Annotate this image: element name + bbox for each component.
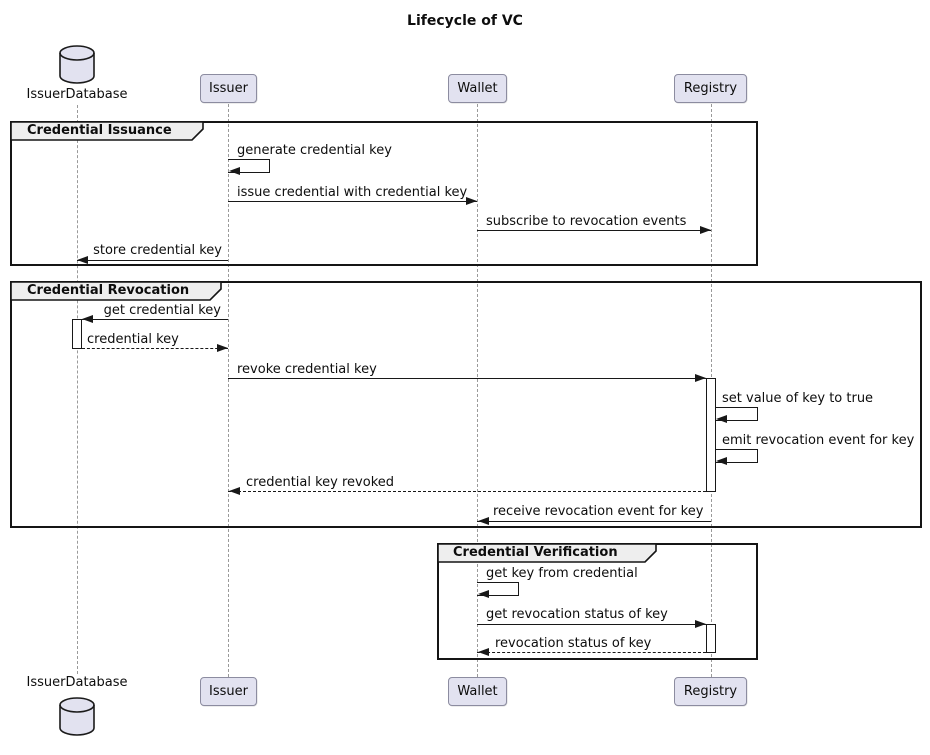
participant-issuer-label: Issuer xyxy=(209,684,248,699)
arrowhead-icon xyxy=(478,648,489,656)
msg-issue-line xyxy=(228,201,477,202)
msg-revoke-line xyxy=(228,378,706,379)
msg-subscribe-line xyxy=(477,230,711,231)
database-icon xyxy=(59,697,95,736)
msg-emit-loop xyxy=(716,449,758,463)
database-icon xyxy=(59,45,95,84)
arrowhead-icon xyxy=(466,197,477,205)
activation-bar-registry xyxy=(706,378,716,492)
participant-issuer-database-bottom: IssuerDatabase xyxy=(26,675,128,690)
frame-credential-issuance xyxy=(10,121,758,266)
participant-issuer-bottom: Issuer xyxy=(200,677,257,706)
participant-registry-label: Registry xyxy=(683,684,738,699)
arrowhead-icon xyxy=(229,167,240,175)
arrowhead-icon xyxy=(716,457,727,465)
frame-revocation-header xyxy=(11,282,222,301)
msg-revoked-label: credential key revoked xyxy=(246,475,395,490)
frame-verification-label: Credential Verification xyxy=(453,545,618,560)
msg-revoked-line xyxy=(228,491,706,492)
arrowhead-icon xyxy=(217,344,228,352)
page-title: Lifecycle of VC xyxy=(407,13,523,29)
msg-get-status-label: get revocation status of key xyxy=(486,607,668,622)
participant-issuer-top: Issuer xyxy=(200,74,257,103)
arrowhead-icon xyxy=(700,226,711,234)
msg-receive-line xyxy=(477,521,711,522)
msg-emit-label: emit revocation event for key xyxy=(722,433,915,448)
frame-issuance-header xyxy=(11,122,204,141)
arrowhead-icon xyxy=(77,256,88,264)
msg-receive-label: receive revocation event for key xyxy=(493,504,704,519)
participant-registry-label: Registry xyxy=(683,81,738,96)
msg-get-key-from-cred-loop xyxy=(477,582,519,596)
msg-generate-loop xyxy=(228,159,270,173)
msg-generate-label: generate credential key xyxy=(237,143,392,158)
participant-registry-bottom: Registry xyxy=(674,677,747,706)
msg-store-line xyxy=(77,260,228,261)
participant-wallet-label: Wallet xyxy=(457,81,498,96)
frame-credential-revocation xyxy=(10,281,922,528)
participant-registry-top: Registry xyxy=(674,74,747,103)
arrowhead-icon xyxy=(478,517,489,525)
msg-store-label: store credential key xyxy=(93,243,222,258)
arrowhead-icon xyxy=(229,487,240,495)
lifeline-issuer xyxy=(228,104,229,677)
activation-bar-issuer-database xyxy=(72,319,82,349)
msg-get-key-line xyxy=(82,319,228,320)
msg-subscribe-label: subscribe to revocation events xyxy=(486,214,687,229)
frame-revocation-label: Credential Revocation xyxy=(27,283,190,298)
msg-return-status-line xyxy=(477,652,706,653)
participant-issuer-label: Issuer xyxy=(209,81,248,96)
arrowhead-icon xyxy=(82,315,93,323)
msg-set-value-label: set value of key to true xyxy=(722,391,874,406)
participant-issuer-database-top: IssuerDatabase xyxy=(26,87,128,102)
msg-get-status-line xyxy=(477,624,706,625)
arrowhead-icon xyxy=(716,415,727,423)
frame-issuance-label: Credential Issuance xyxy=(27,123,172,138)
msg-issue-label: issue credential with credential key xyxy=(237,185,468,200)
participant-wallet-top: Wallet xyxy=(448,74,507,103)
msg-get-key-from-cred-label: get key from credential xyxy=(486,566,638,581)
frame-verification-header xyxy=(438,544,657,563)
msg-get-key-label: get credential key xyxy=(103,303,221,318)
participant-wallet-label: Wallet xyxy=(457,684,498,699)
msg-return-key-line xyxy=(82,348,228,349)
arrowhead-icon xyxy=(695,620,706,628)
msg-return-key-label: credential key xyxy=(87,332,179,347)
msg-return-status-label: revocation status of key xyxy=(495,636,652,651)
msg-set-value-loop xyxy=(716,407,758,421)
msg-revoke-label: revoke credential key xyxy=(237,362,377,377)
participant-wallet-bottom: Wallet xyxy=(448,677,507,706)
lifeline-issuer-database xyxy=(77,105,78,674)
arrowhead-icon xyxy=(478,590,489,598)
activation-bar-registry-verification xyxy=(706,624,716,653)
lifeline-wallet xyxy=(477,104,478,677)
arrowhead-icon xyxy=(695,374,706,382)
